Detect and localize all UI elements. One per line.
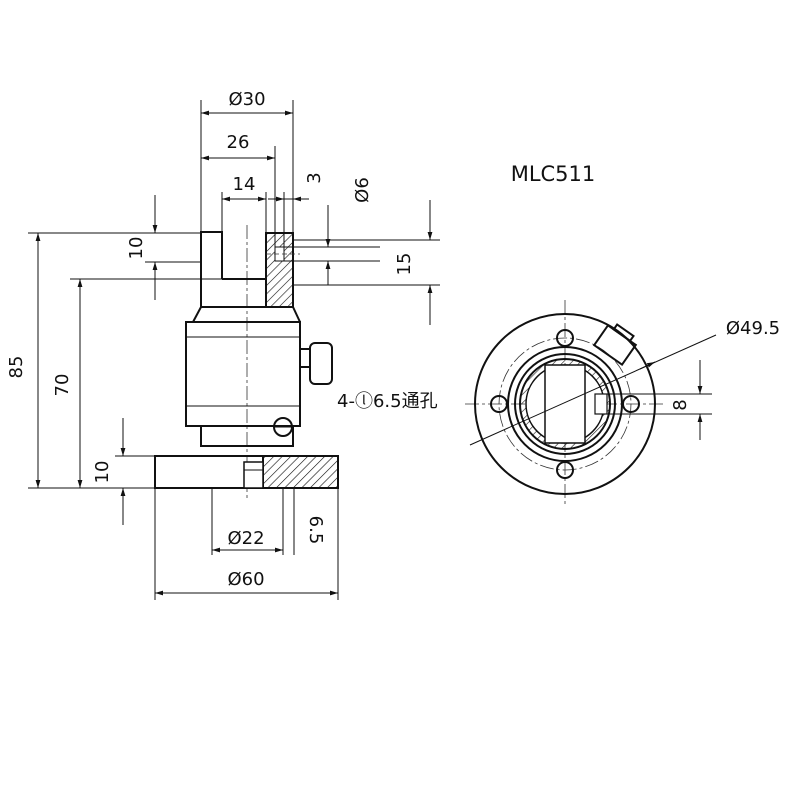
dim-d6: Ø6: [352, 177, 373, 203]
dim-10-base: 10: [92, 461, 113, 484]
top-dimensions: Ø49.5 8 4-ⓛ6.5通孔: [337, 318, 780, 446]
dim-8: 8: [670, 399, 691, 410]
dim-3: 3: [304, 172, 325, 183]
dim-26: 26: [227, 132, 250, 153]
slot-view: [544, 364, 586, 444]
flange-section: [262, 455, 339, 489]
mounting-hole-left: [490, 395, 508, 413]
model-title: MLC511: [511, 162, 596, 186]
dim-d30: Ø30: [228, 89, 265, 110]
dim-85: 85: [6, 356, 27, 379]
neck: [200, 425, 294, 447]
connector-nut: [299, 348, 311, 368]
flange-bore: [243, 461, 264, 489]
top-view: [465, 300, 665, 505]
dim-d60: Ø60: [227, 569, 264, 590]
shoulder: [192, 306, 301, 323]
holes-note: 4-ⓛ6.5通孔: [337, 391, 438, 412]
top-connector: [592, 323, 638, 366]
mounting-hole-top: [556, 329, 574, 347]
mounting-hole-bottom: [556, 461, 574, 479]
body-cylinder: [185, 321, 301, 427]
dim-6-5: 6.5: [305, 516, 326, 545]
connector-plug: [309, 342, 333, 385]
dim-15: 15: [394, 253, 415, 276]
pin-slot: [594, 393, 608, 415]
bolt-circle: [498, 337, 632, 471]
dim-10-top: 10: [126, 237, 147, 260]
dim-d22: Ø22: [227, 528, 264, 549]
right-prong-section: [265, 232, 294, 308]
dim-70: 70: [52, 374, 73, 397]
dim-14: 14: [233, 174, 256, 195]
front-view: [154, 225, 339, 500]
flange-outer-circle: [474, 313, 656, 495]
body-inner-circle: [514, 353, 616, 455]
left-prong: [200, 231, 223, 307]
mounting-hole-right: [622, 395, 640, 413]
dim-d49-5: Ø49.5: [726, 318, 780, 339]
front-dimensions: Ø30 26 14 3 Ø6 15 10: [6, 89, 440, 600]
leader-d49-5: [469, 334, 717, 446]
